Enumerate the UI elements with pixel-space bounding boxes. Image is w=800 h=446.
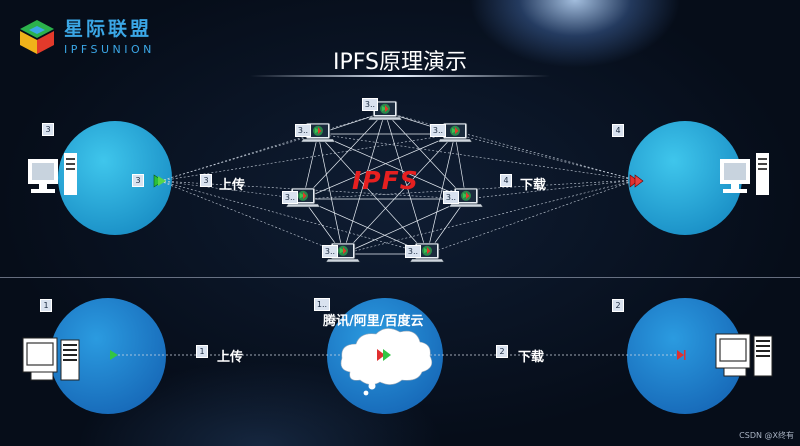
bottom-download-label: 下载 <box>518 350 545 365</box>
bottom-upload-arrow-icon <box>110 350 118 360</box>
logo-mark-icon <box>20 20 54 54</box>
bottom-download-arrow-icon <box>677 350 686 360</box>
step-badge: 2 <box>612 299 624 312</box>
node-badge: 3.. <box>295 124 311 137</box>
step-badge: 1 <box>196 345 208 358</box>
download-label: 下载 <box>520 178 547 193</box>
node-badge: 3.. <box>282 191 298 204</box>
upload-arrow-icon <box>153 174 166 188</box>
logo: 星际联盟 IPFSUNION <box>18 18 155 56</box>
ipfs-network-label: IPFS <box>352 166 419 195</box>
logo-english-text: IPFSUNION <box>64 42 155 56</box>
page-title: IPFS原理演示 <box>333 50 467 75</box>
download-arrow-icon <box>629 174 644 188</box>
node-badge: 3.. <box>405 245 421 258</box>
step-badge: 4 <box>500 174 512 187</box>
step-badge: 1 <box>40 299 52 312</box>
bottom-upload-label: 上传 <box>217 350 244 365</box>
step-badge: 3 <box>132 174 144 187</box>
node-badge: 3.. <box>443 191 459 204</box>
download-links <box>302 111 637 255</box>
step-badge: 3 <box>42 123 54 136</box>
node-badge: 3.. <box>322 245 338 258</box>
step-badge: 3 <box>200 174 212 187</box>
section-divider <box>0 277 800 278</box>
uploader-computer-icon <box>28 153 77 195</box>
node-badge: 3.. <box>430 124 446 137</box>
bottom-uploader-computer-icon <box>22 337 80 381</box>
step-badge: 1.. <box>314 298 330 311</box>
ipfs-mesh <box>302 111 467 255</box>
step-badge: 4 <box>612 124 624 137</box>
node-badge: 3.. <box>362 98 378 111</box>
logo-chinese-text: 星际联盟 <box>64 17 153 40</box>
upload-label: 上传 <box>219 178 246 193</box>
step-badge: 2 <box>496 345 508 358</box>
bottom-uploader-circle <box>50 298 166 414</box>
uploader-circle <box>58 121 172 235</box>
title-underline <box>250 75 550 77</box>
bottom-downloader-computer-icon <box>715 333 773 377</box>
downloader-circle <box>628 121 742 235</box>
cloud-provider-label: 腾讯/阿里/百度云 <box>323 314 424 329</box>
watermark-credit: CSDN @X终有 <box>739 431 794 440</box>
cloud-transfer-arrow-icon <box>377 349 391 361</box>
